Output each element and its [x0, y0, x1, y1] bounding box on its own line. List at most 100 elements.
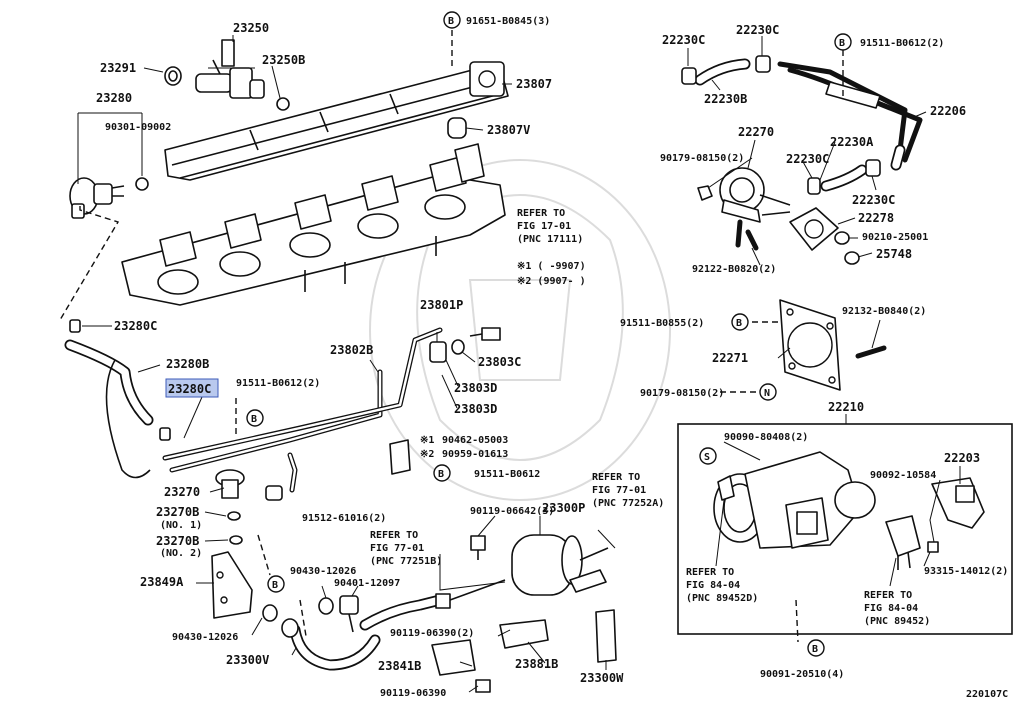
air-pipe-22206[interactable] — [777, 61, 923, 171]
hose-22230B[interactable] — [694, 58, 751, 86]
label-23849A[interactable]: 23849A — [140, 575, 184, 589]
screw-90092[interactable] — [927, 541, 939, 553]
gasket-23803C[interactable] — [451, 339, 465, 355]
union-23801P[interactable] — [429, 341, 447, 363]
label-23802B[interactable]: 23802B — [330, 343, 373, 357]
label-25748[interactable]: 25748 — [876, 247, 912, 261]
label-91511-b0612-low[interactable]: 91511-B0612 — [474, 469, 540, 480]
label-90959[interactable]: 90959-01613 — [442, 449, 508, 460]
injector-cushion-23291[interactable] — [164, 66, 182, 86]
label-91651[interactable]: 91651-B0845(3) — [466, 16, 550, 27]
ref-84-04-b2[interactable]: FIG 84-04 — [864, 603, 918, 614]
insulator-23807V[interactable] — [447, 117, 467, 139]
label-23841B[interactable]: 23841B — [378, 659, 421, 673]
label-23881B[interactable]: 23881B — [515, 657, 558, 671]
label-90301-09002[interactable]: 90301-09002 — [105, 122, 171, 133]
label-23270B-2[interactable]: 23270B — [156, 534, 199, 548]
label-90210[interactable]: 90210-25001 — [862, 232, 928, 243]
label-22203[interactable]: 22203 — [944, 451, 980, 465]
label-23300P[interactable]: 23300P — [542, 501, 585, 515]
hose-22230A[interactable] — [820, 164, 868, 192]
label-23801P[interactable]: 23801P — [420, 298, 463, 312]
cushion-90430-left[interactable] — [262, 604, 299, 638]
washer-23270B-2[interactable] — [229, 535, 243, 545]
throttle-body-22210[interactable] — [713, 451, 876, 549]
label-92122[interactable]: 92122-B0820(2) — [692, 264, 776, 275]
label-22271[interactable]: 22271 — [712, 351, 748, 365]
bolt-90119-06642[interactable] — [470, 535, 486, 560]
hose-clip-23280C-top[interactable] — [69, 319, 81, 333]
pipe-clamp-90462[interactable] — [389, 439, 411, 475]
nut-90179-08150-a[interactable] — [697, 185, 713, 201]
label-22206[interactable]: 22206 — [930, 104, 966, 118]
label-23803D-2[interactable]: 23803D — [454, 402, 497, 416]
label-22230C-d[interactable]: 22230C — [852, 193, 895, 207]
fuel-filter-23300P[interactable] — [511, 534, 609, 596]
label-23270[interactable]: 23270 — [164, 485, 200, 499]
label-23300V[interactable]: 23300V — [226, 653, 269, 667]
hose-clamp-22230C-a[interactable] — [681, 67, 697, 85]
intake-manifold[interactable] — [121, 143, 506, 306]
label-23807V[interactable]: 23807V — [487, 123, 530, 137]
label-91511-b0612-top[interactable]: 91511-B0612(2) — [860, 38, 944, 49]
gasket-22271[interactable] — [779, 299, 841, 391]
label-22230C-b[interactable]: 22230C — [736, 23, 779, 37]
label-23250B[interactable]: 23250B — [262, 53, 305, 67]
throttle-sensor-93315[interactable] — [885, 515, 921, 570]
label-90430-a[interactable]: 90430-12026 — [290, 566, 356, 577]
label-90119-06390-a[interactable]: 90119-06390(2) — [390, 628, 474, 639]
label-22230B[interactable]: 22230B — [704, 92, 747, 106]
idle-valve-22203[interactable] — [931, 477, 985, 529]
air-valve-22270[interactable] — [719, 167, 791, 248]
label-90090[interactable]: 90090-80408(2) — [724, 432, 808, 443]
vacuum-hose-23280B[interactable] — [64, 339, 154, 479]
label-23280C-top[interactable]: 23280C — [114, 319, 157, 333]
stud-92132[interactable] — [855, 345, 887, 359]
label-23803C[interactable]: 23803C — [478, 355, 521, 369]
label-91511-b0855[interactable]: 91511-B0855(2) — [620, 318, 704, 329]
pressure-regulator-23280[interactable] — [69, 177, 125, 219]
clamp-23270[interactable] — [215, 469, 283, 501]
label-23280[interactable]: 23280 — [96, 91, 132, 105]
label-90430-b[interactable]: 90430-12026 — [172, 632, 238, 643]
fuel-injector-23250[interactable] — [195, 39, 265, 99]
label-90091[interactable]: 90091-20510(4) — [760, 669, 844, 680]
label-23250[interactable]: 23250 — [233, 21, 269, 35]
label-23280C-highlighted[interactable]: 23280C — [168, 382, 211, 396]
label-91511-b0612-mid[interactable]: 91511-B0612(2) — [236, 378, 320, 389]
label-90462[interactable]: 90462-05003 — [442, 435, 508, 446]
hose-clip-23280C-lower[interactable] — [159, 427, 171, 441]
bracket-23849A[interactable] — [211, 551, 253, 619]
label-22230C-c[interactable]: 22230C — [786, 152, 829, 166]
label-23807[interactable]: 23807 — [516, 77, 552, 91]
label-23280B[interactable]: 23280B — [166, 357, 209, 371]
ref-77-01-b2[interactable]: FIG 77-01 — [370, 543, 424, 554]
label-23270B-1[interactable]: 23270B — [156, 505, 199, 519]
label-23291[interactable]: 23291 — [100, 61, 136, 75]
label-91512[interactable]: 91512-61016(2) — [302, 513, 386, 524]
label-90179-08150-a[interactable]: 90179-08150(2) — [660, 153, 744, 164]
gasket-22278[interactable] — [789, 207, 839, 251]
hose-clamp-22230C-c[interactable] — [807, 177, 821, 195]
label-90119-06642[interactable]: 90119-06642(3) — [470, 506, 554, 517]
label-22230A[interactable]: 22230A — [830, 135, 874, 149]
union-bolt-23803D[interactable] — [469, 327, 501, 341]
o-ring-90301-09002[interactable] — [135, 177, 149, 191]
label-92132[interactable]: 92132-B0840(2) — [842, 306, 926, 317]
label-90119-06390-b[interactable]: 90119-06390 — [380, 688, 446, 699]
o-ring-23250B[interactable] — [276, 97, 290, 111]
o-ring-90210[interactable] — [834, 231, 850, 245]
bracket-23881B[interactable] — [499, 619, 549, 649]
label-23803D-1[interactable]: 23803D — [454, 381, 497, 395]
label-22278[interactable]: 22278 — [858, 211, 894, 225]
fuel-hose-main[interactable] — [359, 579, 506, 631]
clamp-23300W[interactable] — [595, 609, 617, 663]
washer-23270B-1[interactable] — [227, 511, 241, 521]
ref-84-04-a2[interactable]: FIG 84-04 — [686, 580, 740, 591]
hose-clamp-22230C-d[interactable] — [865, 159, 881, 177]
label-90179-08150-b[interactable]: 90179-08150(2) — [640, 388, 724, 399]
label-93315[interactable]: 93315-14012(2) — [924, 566, 1008, 577]
label-23300W[interactable]: 23300W — [580, 671, 624, 685]
cushion-90430-right[interactable] — [318, 597, 334, 615]
stud-92122[interactable] — [745, 229, 759, 251]
